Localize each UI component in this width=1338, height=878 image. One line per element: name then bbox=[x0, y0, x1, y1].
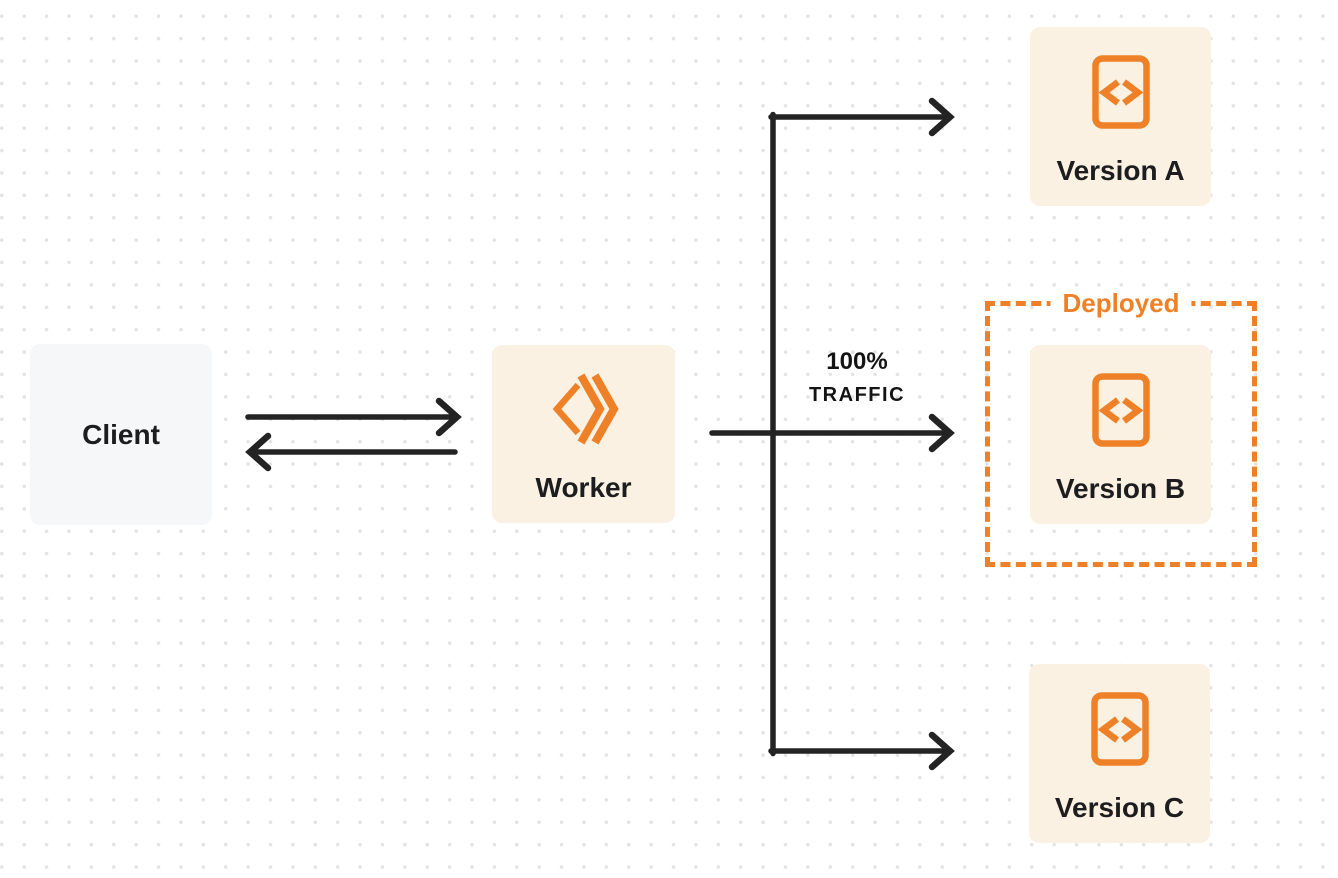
client-node: Client bbox=[30, 344, 212, 525]
version-a-node: Version A bbox=[1030, 27, 1211, 206]
deployed-region: Deployed bbox=[985, 288, 1257, 567]
version-c-label: Version C bbox=[1054, 792, 1185, 823]
arrow-worker-to-client bbox=[245, 432, 458, 472]
code-file-icon bbox=[1091, 55, 1150, 129]
version-c-node: Version C bbox=[1029, 664, 1210, 843]
traffic-label: 100% TRAFFIC bbox=[786, 348, 928, 407]
arrow-to-version-b bbox=[709, 413, 955, 453]
traffic-percent: 100% bbox=[826, 348, 888, 375]
arrow-to-version-c bbox=[768, 731, 955, 771]
worker-label: Worker bbox=[535, 472, 632, 503]
arrow-client-to-worker bbox=[245, 397, 462, 437]
traffic-word: TRAFFIC bbox=[808, 384, 906, 406]
cloudflare-workers-icon bbox=[552, 373, 619, 445]
client-label: Client bbox=[82, 418, 160, 450]
version-b-node: Version B bbox=[1030, 345, 1211, 524]
arrow-to-version-a bbox=[768, 97, 955, 137]
worker-node: Worker bbox=[492, 345, 675, 523]
version-a-label: Version A bbox=[1056, 155, 1185, 186]
code-file-icon bbox=[1090, 692, 1149, 766]
deployed-label: Deployed bbox=[1050, 288, 1192, 319]
version-b-label: Version B bbox=[1055, 473, 1186, 504]
code-file-icon bbox=[1091, 373, 1150, 447]
